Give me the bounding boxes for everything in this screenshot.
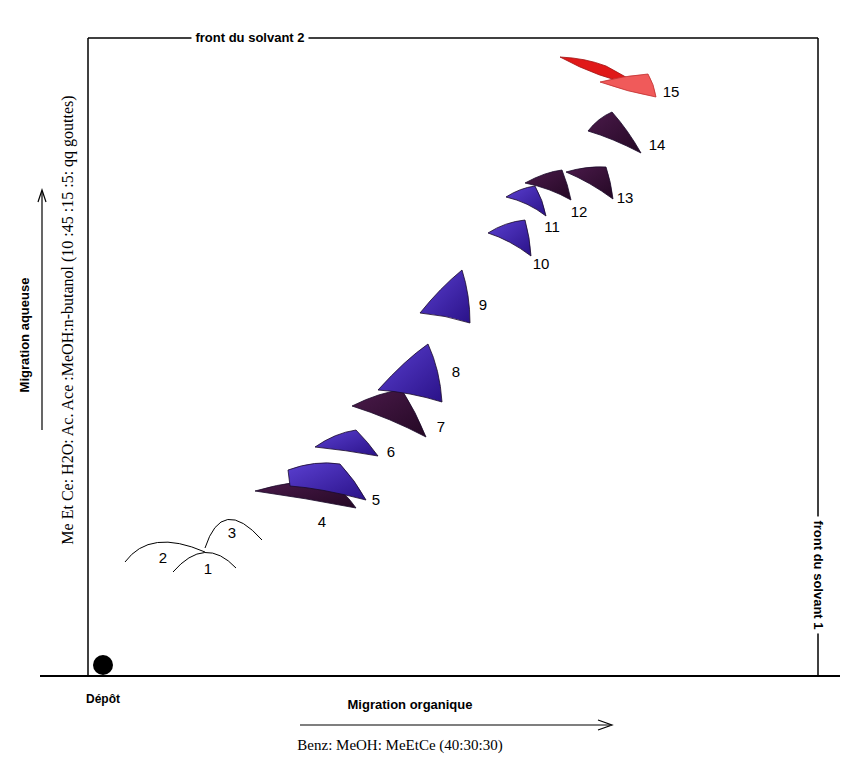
callout-number: 10 [533, 256, 550, 273]
solvent-system-label: Benz: MeOH: MeEtCe (40:30:30) [297, 737, 502, 754]
callout-number: 15 [663, 84, 680, 101]
callout-number: 13 [617, 190, 634, 207]
axis-label: Migration organique [348, 698, 473, 712]
callout-number: 7 [437, 419, 445, 436]
callout-number: 14 [649, 137, 666, 154]
faint-spots [125, 519, 262, 572]
callout-number: 5 [372, 492, 380, 509]
deposit-label: Dépôt [86, 693, 120, 706]
callout-number: 6 [387, 444, 395, 461]
callout-number: 1 [204, 561, 212, 578]
axis-label: Migration aqueuse [18, 278, 32, 393]
callout-number: 3 [228, 525, 236, 542]
callout-number: 2 [159, 550, 167, 567]
solvent-front-label: front du solvant 2 [191, 31, 308, 45]
callout-number: 12 [571, 204, 588, 221]
callout-number: 4 [318, 514, 326, 531]
solvent-front-label: front du solvant 1 [811, 516, 825, 633]
migration-arrows [38, 190, 612, 730]
callout-number: 8 [452, 364, 460, 381]
plate-frame [40, 38, 840, 676]
callout-number: 11 [544, 219, 560, 236]
colored-spots [255, 57, 656, 508]
callout-number: 9 [479, 297, 487, 314]
deposit-spot [93, 655, 113, 675]
solvent-system-label: Me Et Ce: H2O: Ac. Ace :MeOH:n-butanol (… [59, 95, 77, 544]
